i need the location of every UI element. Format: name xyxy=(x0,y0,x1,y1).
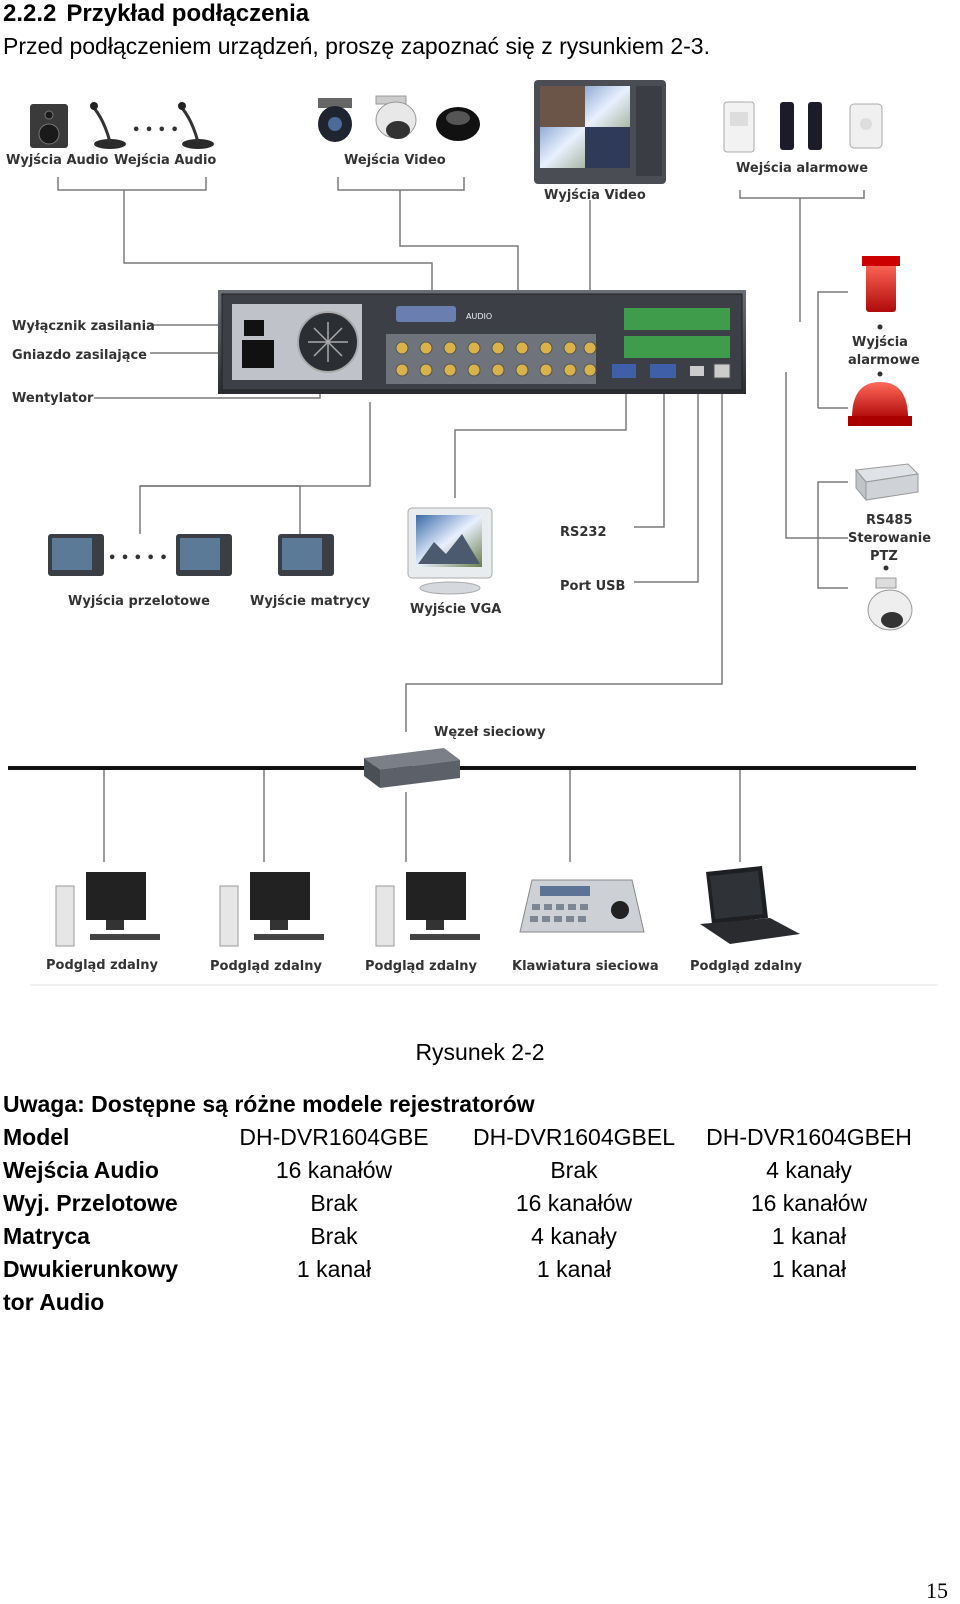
label-remote-2: Podgląd zdalny xyxy=(210,959,322,974)
network-drop-lines xyxy=(103,770,741,862)
table-row: Wejścia Audio 16 kanałów Brak 4 kanały xyxy=(3,1153,925,1186)
label-power-socket: Gniazdo zasilające xyxy=(12,348,147,363)
label-audio-out: Wyjścia Audio xyxy=(6,153,109,168)
label-matrix-out: Wyjście matrycy xyxy=(250,594,371,609)
monitor-icon xyxy=(48,534,104,576)
table-cell: Brak xyxy=(550,1156,598,1183)
label-alarm-out-2: alarmowe xyxy=(848,353,920,368)
microphone-icon xyxy=(178,102,214,149)
label-audio-in: Wejścia Audio xyxy=(114,153,216,168)
figure-caption: Rysunek 2-2 xyxy=(415,1039,545,1065)
speed-dome-camera-icon xyxy=(867,577,913,631)
table-cell: 1 kanał xyxy=(536,1255,612,1282)
table-cell xyxy=(455,1285,693,1318)
table-cell xyxy=(693,1285,925,1318)
panel-audio-label: AUDIO xyxy=(466,312,492,321)
label-vga-out: Wyjście VGA xyxy=(410,602,501,617)
ptz-decoder-icon xyxy=(855,463,920,502)
crt-monitor-icon xyxy=(534,80,666,184)
desktop-pc-icon xyxy=(375,872,480,947)
connection-diagram: • • • • Wyjścia Audio Wejścia Audio Wejś… xyxy=(6,80,938,986)
label-video-in: Wejścia Video xyxy=(344,153,446,168)
table-cell xyxy=(213,1285,455,1318)
monitor-icon xyxy=(176,534,232,576)
network-keyboard-icon xyxy=(519,879,645,933)
speed-dome-camera-icon xyxy=(375,95,417,139)
table-row: Dwukierunkowy 1 kanał 1 kanał 1 kanał xyxy=(3,1252,925,1285)
row-label: Dwukierunkowy xyxy=(3,1255,179,1282)
row-label: tor Audio xyxy=(3,1288,105,1315)
laptop-icon xyxy=(700,866,800,944)
model-spec-table: Model DH-DVR1604GBE DH-DVR1604GBEL DH-DV… xyxy=(3,1120,925,1318)
label-rs485: RS485 xyxy=(866,513,913,528)
table-header-cell: DH-DVR1604GBE xyxy=(239,1123,429,1150)
table-cell: Brak xyxy=(310,1222,358,1249)
monitor-icon xyxy=(278,534,334,576)
label-remote-1: Podgląd zdalny xyxy=(46,958,158,973)
label-alarm-in: Wejścia alarmowe xyxy=(736,161,868,176)
label-rs232: RS232 xyxy=(560,525,607,540)
label-rs485-ptz: PTZ xyxy=(870,549,898,564)
label-remote-4: Podgląd zdalny xyxy=(690,959,802,974)
smoke-detector-icon xyxy=(849,103,883,149)
section-heading: 2.2.2 Przykład podłączenia xyxy=(3,0,309,28)
vga-monitor-icon xyxy=(407,507,493,595)
table-row: Matryca Brak 4 kanały 1 kanał xyxy=(3,1219,925,1252)
speaker-icon xyxy=(30,104,68,148)
label-loop-out: Wyjścia przelotowe xyxy=(68,594,210,609)
label-power-switch: Wyłącznik zasilania xyxy=(12,319,155,334)
label-fan: Wentylator xyxy=(12,391,94,406)
row-label: Matryca xyxy=(3,1222,90,1249)
table-header-row: Model DH-DVR1604GBE DH-DVR1604GBEL DH-DV… xyxy=(3,1120,925,1153)
table-cell: 16 kanałów xyxy=(515,1189,633,1216)
label-switch: Węzeł sieciowy xyxy=(434,725,546,740)
section-number: 2.2.2 xyxy=(3,0,57,27)
dvr-back-panel: AUDIO xyxy=(218,290,746,394)
page-number: 15 xyxy=(926,1578,948,1603)
strobe-siren-icon xyxy=(862,256,900,312)
table-cell: Brak xyxy=(310,1189,358,1216)
table-cell: 1 kanał xyxy=(771,1222,847,1249)
table-row: tor Audio xyxy=(3,1285,925,1318)
beam-sensor-icon xyxy=(780,102,822,150)
dot-separator xyxy=(883,565,889,571)
table-row: Wyj. Przelotowe Brak 16 kanałów 16 kanał… xyxy=(3,1186,925,1219)
section-title: Przykład podłączenia xyxy=(66,0,310,27)
pir-sensor-icon xyxy=(723,101,755,153)
table-cell: 16 kanałów xyxy=(750,1189,868,1216)
dot-separator xyxy=(877,324,883,330)
table-cell: 4 kanały xyxy=(766,1156,852,1183)
ellipsis-dots: • • • • • xyxy=(108,551,168,566)
label-video-out: Wyjścia Video xyxy=(544,188,646,203)
network-switch-icon xyxy=(364,748,460,788)
desktop-pc-icon xyxy=(219,872,324,947)
label-remote-3: Podgląd zdalny xyxy=(365,959,477,974)
table-header-cell: Model xyxy=(3,1123,70,1150)
ptz-camera-icon xyxy=(318,98,352,142)
table-cell: 16 kanałów xyxy=(275,1156,393,1183)
table-header-cell: DH-DVR1604GBEH xyxy=(706,1123,912,1150)
models-note: Uwaga: Dostępne są różne modele rejestra… xyxy=(3,1091,535,1117)
ellipsis-dots: • • • • xyxy=(132,123,179,138)
dot-separator xyxy=(877,371,883,377)
intro-text: Przed podłączeniem urządzeń, proszę zapo… xyxy=(3,33,710,59)
alarm-lamp-icon xyxy=(848,382,912,426)
desktop-pc-icon xyxy=(55,872,160,947)
connection-lines xyxy=(57,177,865,732)
table-cell: 4 kanały xyxy=(531,1222,617,1249)
table-cell: 1 kanał xyxy=(296,1255,372,1282)
label-rs485-control: Sterowanie xyxy=(848,531,931,546)
label-keyboard: Klawiatura sieciowa xyxy=(512,959,659,974)
dome-camera-icon xyxy=(436,107,480,141)
table-header-cell: DH-DVR1604GBEL xyxy=(473,1123,675,1150)
microphone-icon xyxy=(90,102,126,149)
table-cell: 1 kanał xyxy=(771,1255,847,1282)
row-label: Wyj. Przelotowe xyxy=(3,1189,178,1216)
label-alarm-out-1: Wyjścia xyxy=(852,335,908,350)
row-label: Wejścia Audio xyxy=(3,1156,159,1183)
label-usb: Port USB xyxy=(560,579,625,594)
